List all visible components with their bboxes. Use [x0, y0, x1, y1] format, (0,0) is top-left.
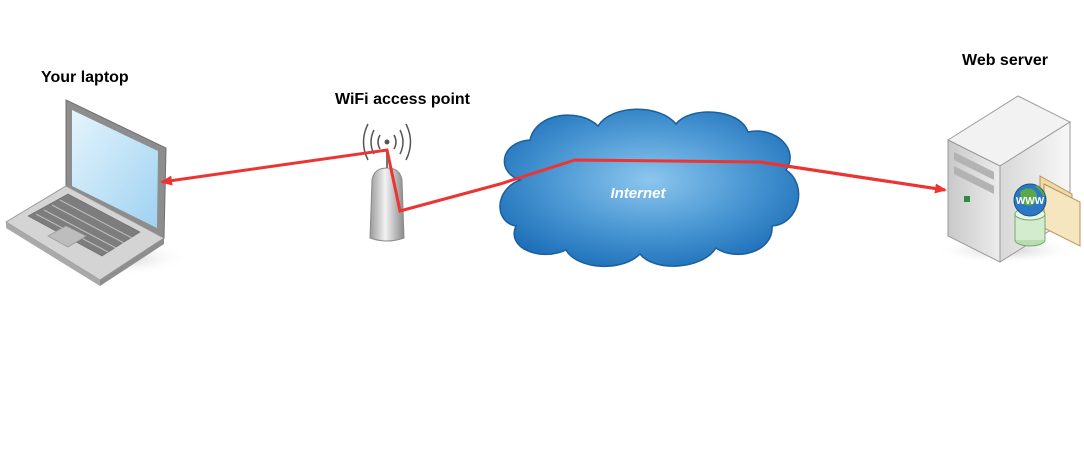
cloud-label: Internet — [610, 185, 666, 202]
laptop-icon — [5, 99, 190, 286]
www-badge: WWW — [1016, 196, 1045, 207]
cloud-icon: Internet — [499, 108, 800, 267]
web-server-label: Web server — [962, 52, 1048, 69]
laptop-label: Your laptop — [41, 69, 129, 86]
wifi-access-point-icon — [362, 123, 412, 242]
web-server-icon: WWW — [935, 95, 1081, 264]
connection-line — [160, 148, 947, 213]
access-point-label: WiFi access point — [335, 91, 470, 108]
globe-icon: WWW — [1013, 183, 1047, 217]
